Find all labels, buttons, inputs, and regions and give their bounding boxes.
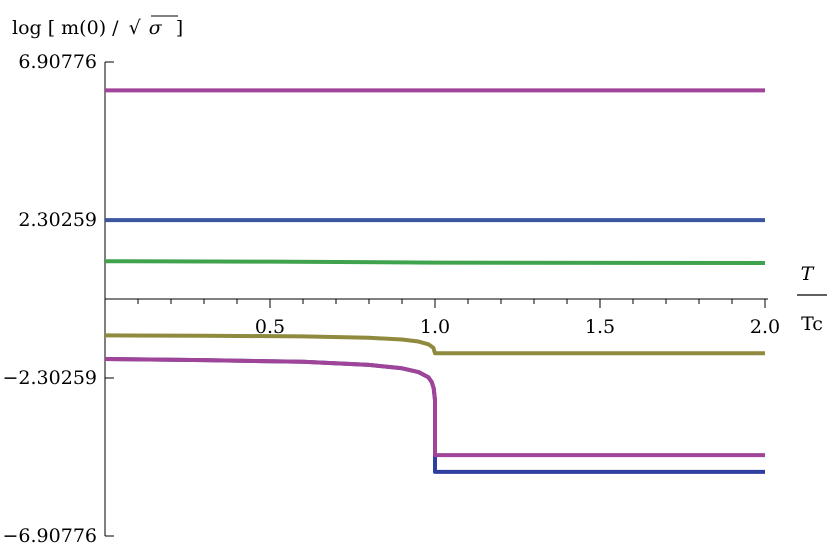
labels: log [ m(0) / √ σ ] T Tc <box>12 15 827 335</box>
series-line-4 <box>104 333 765 356</box>
y-axis-title-prefix: log [ m(0) / <box>12 17 119 39</box>
y-tick-label: −6.90776 <box>3 525 98 547</box>
x-tick-label: 0.5 <box>255 316 285 338</box>
x-tick-label: 1.5 <box>585 316 615 338</box>
y-tick-label: 2.30259 <box>18 209 97 231</box>
x-axis-title-numerator: T <box>801 263 815 285</box>
y-axis-title-radicand: σ <box>149 17 163 39</box>
axes: 0.5 1.0 1.5 2.0 6.90776 2.30259 −2.30259 −6.907… <box>3 51 781 547</box>
x-tick-label: 2.0 <box>750 316 780 338</box>
y-tick-label: −2.30259 <box>3 367 98 389</box>
series-layer <box>104 88 766 474</box>
y-axis-title: log [ m(0) / √ σ ] <box>12 17 183 39</box>
sqrt-sign: √ <box>129 17 142 39</box>
x-tick-label: 1.0 <box>420 316 450 338</box>
series-line-6 <box>104 357 765 458</box>
y-tick-label: 6.90776 <box>18 51 97 73</box>
y-axis-title-suffix: ] <box>176 17 183 39</box>
series-line-3 <box>104 259 766 265</box>
x-axis-title-denominator: Tc <box>801 313 823 335</box>
